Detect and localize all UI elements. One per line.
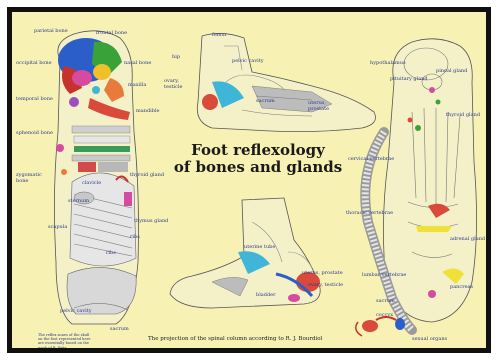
poster-title-line1: Foot reflexology [158,142,358,159]
label-pelvic-cavity: pelvic cavity [232,58,264,64]
label-thyroid-gland-right: thyroid gland [446,112,480,118]
label-ribs: ribs [106,250,116,256]
sexual-organs-zone [356,317,405,336]
label-cervical-vertebrae: cervical vertebrae [348,156,394,162]
label-hip: hip [172,54,180,60]
ribs-zone [70,173,136,266]
label-ovary-testicle-lower: ovary, testicle [308,282,343,288]
label-scapula: scapula [48,224,67,230]
label-thymus-gland: thymus gland [134,218,168,224]
label-clavicle: clavicle [82,180,101,186]
label-nasal-bone: nasal bone [124,60,151,66]
label-coccyx: coccyx [376,312,393,318]
temporal-zone [93,64,111,80]
label-sternum: sternum [68,198,89,204]
thymus-zone [124,192,132,206]
poster-caption: The projection of the spinal column acco… [148,336,322,342]
label-uterus-prostate: uterus, prostate [308,100,329,112]
label-zygomatic-bone: zygomatic bone [16,172,42,184]
top-side-foot [197,33,375,131]
label-hypothalamus: hypothalamus [370,60,406,66]
poster-title: Foot reflexology of bones and glands [158,142,358,176]
label-occipital-bone: occipital bone [16,60,52,66]
label-temporal-bone: temporal bone [16,96,53,102]
label-frontal-bone: frontal bone [96,30,127,36]
label-lumbar-vertebrae: lumbar vertebrae [362,272,406,278]
label-sacrum-top: sacrum [256,98,275,104]
label-uterine-tube: uterine tube [244,244,275,250]
uterus-zone [202,94,218,110]
label-maxilla: maxilla [128,82,146,88]
right-foot-top [356,39,477,336]
label-sacrum-left: sacrum [110,326,129,332]
label-bladder: bladder [256,292,276,298]
label-mandible: mandible [136,108,160,114]
left-foot-sole [54,31,138,324]
label-ovary-testicle: ovary, testicle [164,78,183,90]
label-parietal-bone: parietal bone [34,28,68,34]
label-sphenoid-bone: sphenoid bone [16,130,53,136]
label-uterus-prostate-lower: uterus, prostate [302,270,343,276]
label-thyroid-gland: thyroid gland [130,172,164,178]
label-pineal-gland: pineal gland [436,68,467,74]
poster-note: The reflex zones of the skull on the foo… [38,333,94,348]
label-ribs-right: ribs [130,234,140,240]
reflexology-poster: Foot reflexology of bones and glands par… [12,12,486,348]
label-sexual-organs: sexual organs [412,336,447,342]
label-pelvic-cavity-left: pelvic cavity [60,308,92,314]
bottom-side-foot [170,198,320,308]
label-sacrum-right: sacrum [376,298,395,304]
label-pituitary-gland: pituitary gland [390,76,428,82]
label-pancreas: pancreas [450,284,473,290]
poster-title-line2: of bones and glands [158,159,358,176]
sphenoid-zone [72,70,92,86]
label-adrenal-gland: adrenal gland [450,236,485,242]
label-thoracic-vertebrae: thoracic vertebrae [346,210,393,216]
label-femur: femur [212,32,227,38]
